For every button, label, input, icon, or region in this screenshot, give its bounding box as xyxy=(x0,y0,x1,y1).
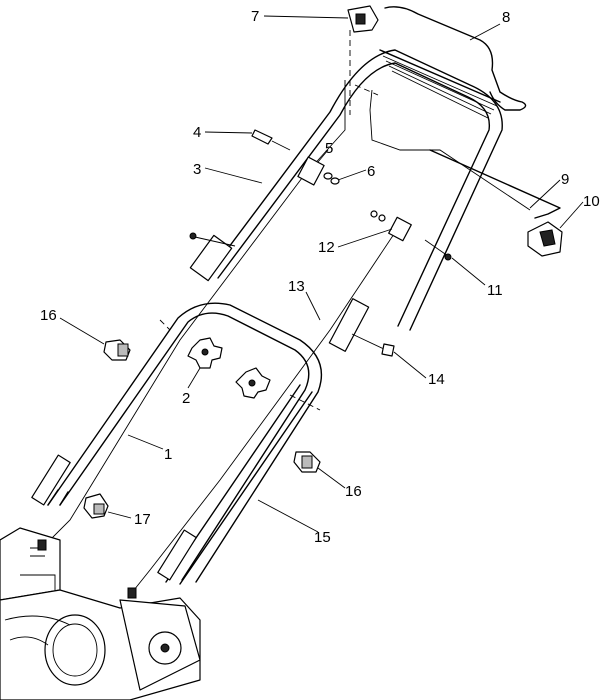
cable-adjuster-4 xyxy=(251,129,291,151)
callout-17: 17 xyxy=(134,511,151,528)
control-rod-9 xyxy=(429,149,561,219)
bolt-upper-left xyxy=(189,232,236,247)
callout-8: 8 xyxy=(502,9,510,26)
leader-lines xyxy=(59,15,584,533)
callout-14: 14 xyxy=(428,371,445,388)
star-knob-2 xyxy=(187,337,223,369)
callout-16-left: 16 xyxy=(40,307,57,324)
nut-17 xyxy=(83,493,109,519)
callout-12: 12 xyxy=(318,239,335,256)
callout-16-right: 16 xyxy=(345,483,362,500)
bail-bar-8 xyxy=(384,6,527,111)
callout-11: 11 xyxy=(487,282,503,299)
bracket-5 xyxy=(297,156,325,186)
callout-labels: 7 8 4 3 5 6 9 10 12 11 13 16 14 2 1 16 1… xyxy=(40,8,600,546)
callout-3: 3 xyxy=(193,161,201,178)
mower-housing xyxy=(0,527,201,700)
bracket-12 xyxy=(370,210,412,242)
callout-13: 13 xyxy=(288,278,305,295)
upper-handle xyxy=(189,49,503,352)
knob-16-right xyxy=(293,451,321,473)
washer-6 xyxy=(323,172,340,185)
callout-7: 7 xyxy=(251,8,259,25)
callout-5: 5 xyxy=(325,140,333,157)
star-knob-right xyxy=(235,367,271,399)
cables xyxy=(39,80,531,596)
callout-10: 10 xyxy=(583,193,600,210)
callout-1: 1 xyxy=(164,446,172,463)
lower-handle xyxy=(31,302,323,585)
callout-15: 15 xyxy=(314,529,331,546)
callout-6: 6 xyxy=(367,163,375,180)
knob-16-left xyxy=(103,339,131,361)
carriage-bolt-14 xyxy=(351,333,395,357)
bolt-11 xyxy=(424,239,452,261)
callout-9: 9 xyxy=(561,171,569,188)
callout-2: 2 xyxy=(182,390,190,407)
cable-clip-7 xyxy=(347,5,379,33)
control-knob-10 xyxy=(527,221,563,257)
callout-4: 4 xyxy=(193,124,201,141)
